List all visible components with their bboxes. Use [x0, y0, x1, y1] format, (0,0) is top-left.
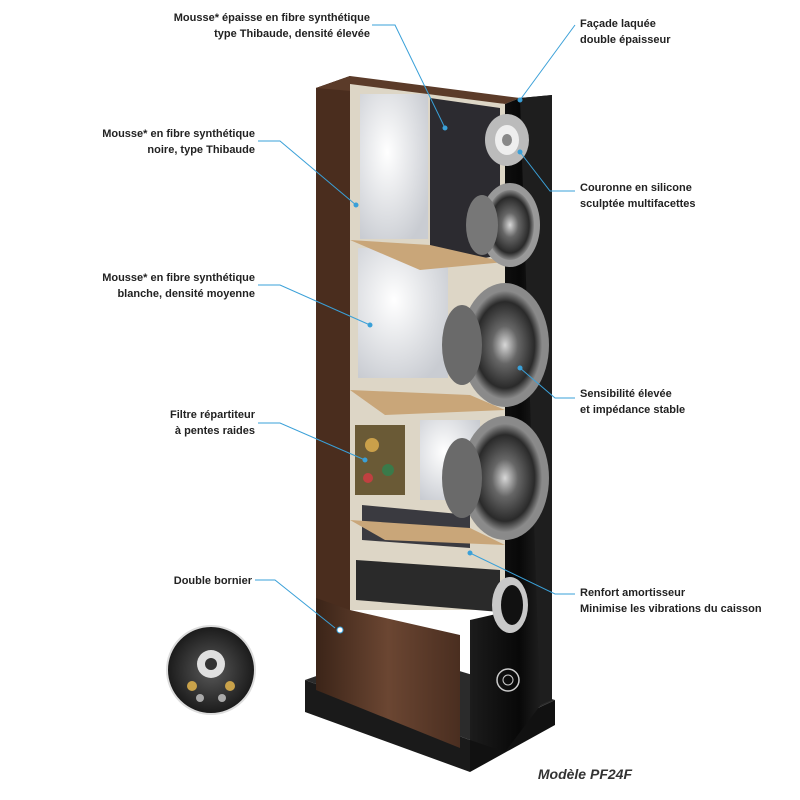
label-crossover: Filtre répartiteur à pentes raides	[60, 407, 255, 439]
label-bracing: Renfort amortisseur Minimise les vibrati…	[580, 585, 762, 617]
label-black-foam-line2: noire, type Thibaude	[147, 144, 255, 156]
label-bracing-line2: Minimise les vibrations du caisson	[580, 603, 762, 615]
label-thick-foam: Mousse* épaisse en fibre synthétique typ…	[170, 10, 370, 42]
label-white-foam: Mousse* en fibre synthétique blanche, de…	[60, 270, 255, 302]
label-bracing-line1: Renfort amortisseur	[580, 587, 686, 599]
top-panel	[316, 76, 520, 104]
label-terminals: Double bornier	[60, 573, 252, 589]
bass-port	[492, 577, 528, 633]
woofer-lower	[442, 416, 549, 540]
woofer-upper	[442, 283, 549, 407]
label-sensitivity: Sensibilité élevée et impédance stable	[580, 386, 685, 418]
label-thick-foam-line1: Mousse* épaisse en fibre synthétique	[173, 12, 370, 24]
label-lacquered-front-line1: Façade laquée	[580, 18, 656, 30]
model-caption: Modèle PF24F	[537, 766, 632, 782]
label-white-foam-line2: blanche, densité moyenne	[117, 288, 255, 300]
label-black-foam: Mousse* en fibre synthétique noire, type…	[60, 126, 255, 158]
label-thick-foam-line2: type Thibaude, densité élevée	[214, 28, 370, 40]
label-terminals-line1: Double bornier	[173, 575, 252, 587]
brand-logo	[496, 668, 520, 692]
label-white-foam-line1: Mousse* en fibre synthétique	[102, 272, 255, 284]
label-sensitivity-line2: et impédance stable	[580, 404, 686, 416]
label-crossover-line1: Filtre répartiteur	[170, 409, 255, 421]
label-crossover-line2: à pentes raides	[174, 425, 255, 437]
label-silicone-crown-line2: sculptée multifacettes	[580, 198, 696, 210]
tweeter	[485, 114, 529, 166]
leader-lines	[255, 24, 576, 634]
label-lacquered-front-line2: double épaisseur	[580, 34, 671, 46]
label-sensitivity-line1: Sensibilité élevée	[580, 388, 672, 400]
terminal-inset	[166, 625, 256, 715]
label-lacquered-front: Façade laquée double épaisseur	[580, 16, 670, 48]
label-black-foam-line1: Mousse* en fibre synthétique	[102, 128, 255, 140]
label-silicone-crown: Couronne en silicone sculptée multifacet…	[580, 180, 696, 212]
label-silicone-crown-line1: Couronne en silicone	[580, 182, 692, 194]
walnut-side-panel	[316, 76, 460, 748]
midrange-driver	[466, 183, 540, 267]
